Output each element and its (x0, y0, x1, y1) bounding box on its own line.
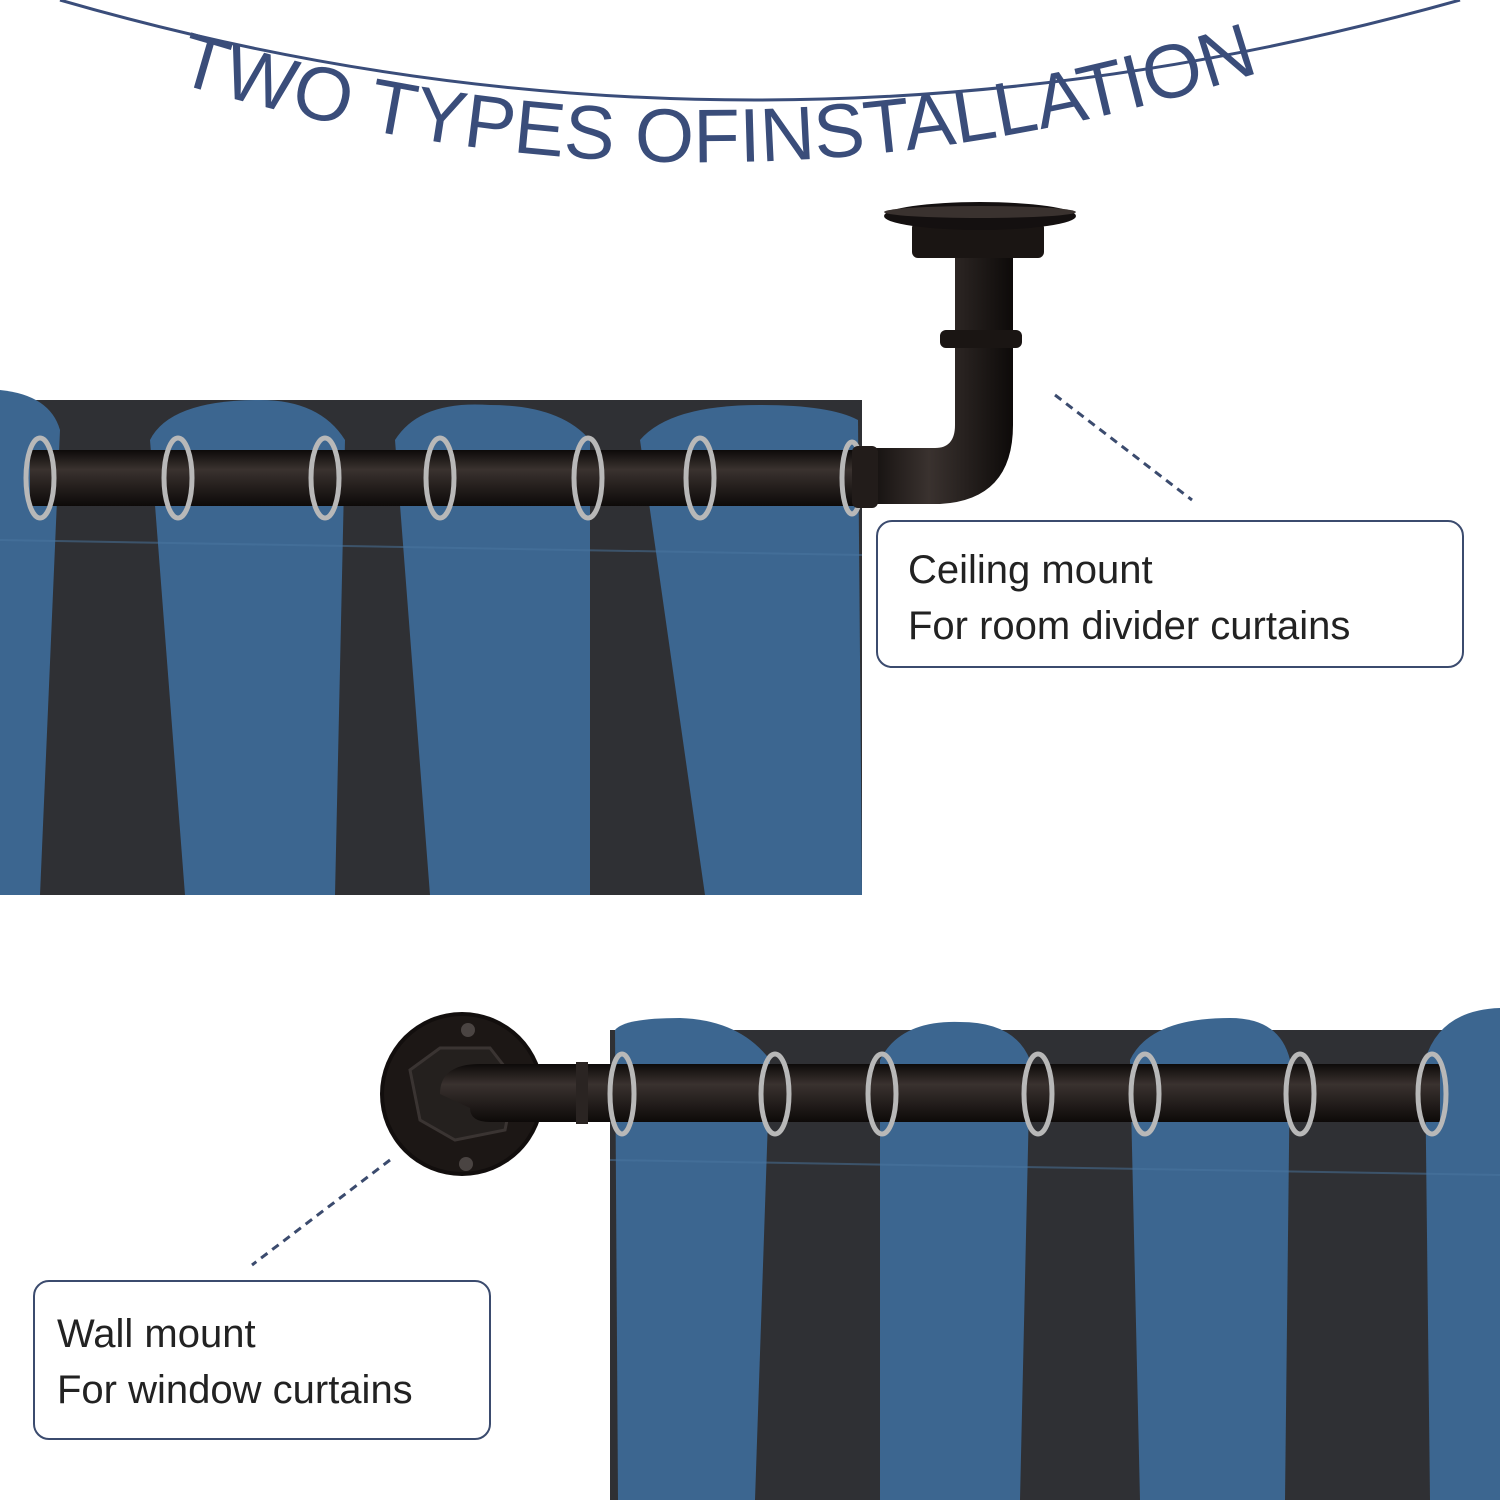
curtain-rod (30, 450, 860, 506)
curtain-pleat (1130, 1018, 1290, 1500)
curtain-pleat (395, 404, 590, 895)
curtain-pleat (615, 1018, 770, 1500)
grommet (23, 435, 57, 521)
grommet (1128, 1051, 1162, 1137)
ceiling-bracket (860, 250, 1013, 504)
ceiling-mount-scene (0, 202, 1193, 895)
grommet (607, 1051, 637, 1137)
wall-mount-description: For window curtains (57, 1368, 413, 1412)
curtain-pleat (150, 400, 345, 895)
grommet (423, 435, 457, 521)
ceiling-pointer (1054, 393, 1193, 502)
wall-mount-title: Wall mount (57, 1312, 256, 1356)
grommet (865, 1051, 899, 1137)
ceiling-mount-title: Ceiling mount (908, 548, 1153, 592)
grommet (308, 435, 342, 521)
wall-bracket (440, 1064, 615, 1122)
wall-mount-callout: Wall mount For window curtains (33, 1280, 491, 1440)
grommet (1415, 1051, 1449, 1137)
wall-pointer (251, 1158, 391, 1267)
grommet (161, 435, 195, 521)
title-arc-line (59, 0, 1461, 102)
curtain-pleat (1425, 1008, 1500, 1500)
grommet (1021, 1051, 1055, 1137)
grommet (683, 435, 717, 521)
ceiling-mount-description: For room divider curtains (908, 604, 1351, 648)
wall-mount-scene (251, 1008, 1500, 1500)
ceiling-mount-callout: Ceiling mount For room divider curtains (876, 520, 1464, 668)
curtain-pleat (880, 1021, 1030, 1500)
grommet (758, 1051, 792, 1137)
curtain-pleat (640, 405, 862, 895)
grommet (1283, 1051, 1317, 1137)
bracket-collar (940, 330, 1022, 348)
bracket-hex (912, 222, 1044, 258)
page-title: TWO TYPES OFINSTALLATION (170, 7, 1265, 179)
grommet (571, 435, 605, 521)
